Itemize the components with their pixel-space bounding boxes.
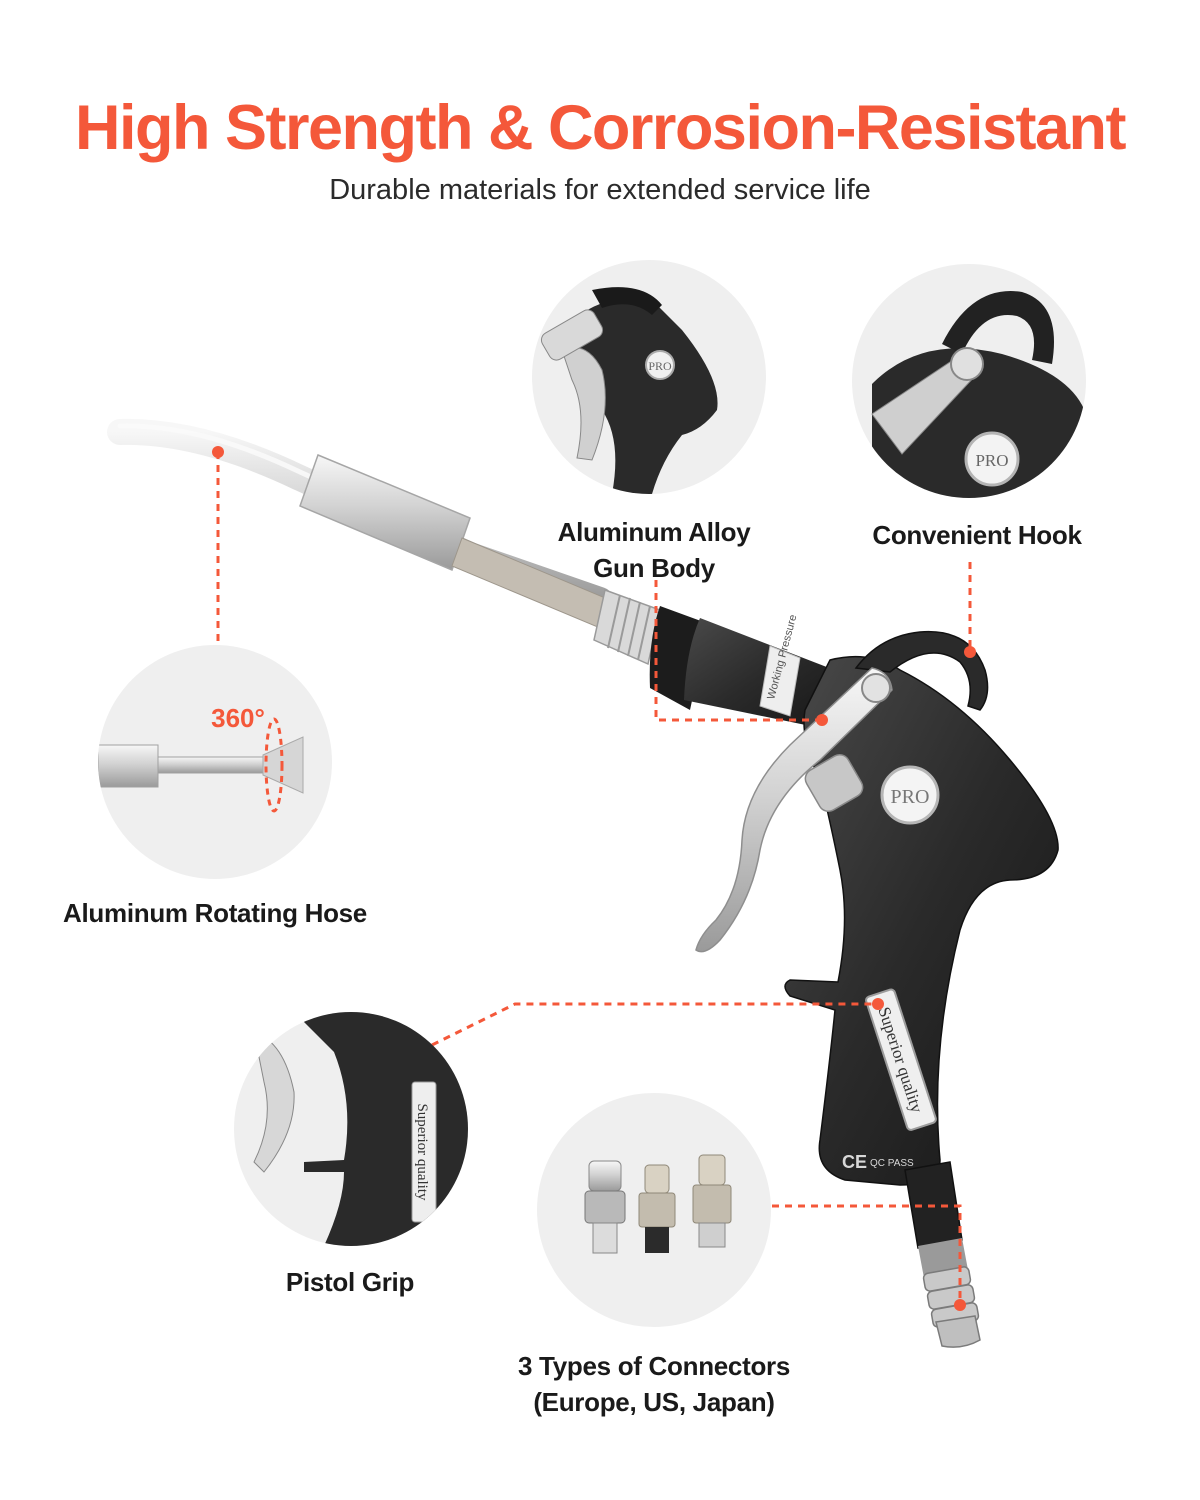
page-title: High Strength & Corrosion-Resistant bbox=[74, 93, 1127, 163]
gun-body-detail-badge: PRO bbox=[648, 359, 672, 373]
hose-label: Aluminum Rotating Hose bbox=[40, 895, 390, 931]
connectors-detail-circle bbox=[537, 1093, 771, 1327]
connector-us bbox=[638, 1164, 676, 1253]
connectors-label-line1: 3 Types of Connectors bbox=[517, 1351, 791, 1381]
connector-japan bbox=[692, 1154, 732, 1248]
connectors-label-line2: (Europe, US, Japan) bbox=[533, 1387, 775, 1417]
grip-detail-label: Superior quality bbox=[414, 1103, 430, 1201]
gun-body-label-line2: Gun Body bbox=[593, 553, 715, 583]
hose-detail-circle: 360° bbox=[98, 645, 332, 879]
hook-detail-badge: PRO bbox=[975, 451, 1008, 470]
gun-body-label: Aluminum Alloy Gun Body bbox=[530, 514, 778, 586]
gun-body-label-line1: Aluminum Alloy bbox=[557, 517, 751, 547]
ce-mark: CE bbox=[842, 1152, 867, 1172]
gun-body-detail-circle: PRO bbox=[532, 260, 766, 494]
grip-detail-circle: Superior quality bbox=[234, 1012, 468, 1246]
hose-label-text: Aluminum Rotating Hose bbox=[63, 898, 367, 928]
hose-connector bbox=[904, 1161, 981, 1348]
trigger bbox=[695, 667, 893, 953]
page-subtitle: Durable materials for extended service l… bbox=[329, 174, 871, 206]
rotation-label: 360° bbox=[211, 703, 265, 733]
connector-europe bbox=[584, 1160, 626, 1254]
qc-mark: QC PASS bbox=[870, 1158, 914, 1169]
pro-badge-text: PRO bbox=[891, 786, 930, 808]
grip-label-text-caption: Pistol Grip bbox=[285, 1267, 415, 1297]
leader-dots bbox=[212, 446, 976, 1311]
grip-label: Pistol Grip bbox=[250, 1264, 450, 1300]
hook-label: Convenient Hook bbox=[846, 517, 1108, 553]
hook-label-text: Convenient Hook bbox=[872, 520, 1082, 550]
connectors-label: 3 Types of Connectors (Europe, US, Japan… bbox=[480, 1348, 828, 1420]
hook-detail-circle: PRO bbox=[852, 264, 1086, 498]
